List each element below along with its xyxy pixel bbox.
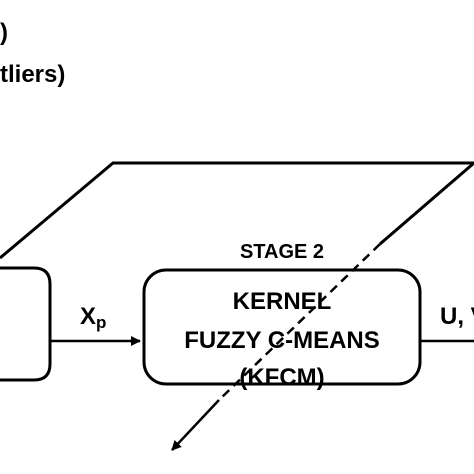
header-text-line2: tliers) [0, 61, 65, 88]
kfcm-box [142, 268, 422, 386]
stage2-label: STAGE 2 [240, 241, 324, 263]
stage1-box [0, 266, 52, 382]
kfcm-box-line2: FUZZY C-MEANS [184, 327, 380, 354]
header-text-line1: ) [0, 19, 8, 46]
output-arrow-label: U, V [440, 303, 474, 330]
kfcm-box-line1: KERNEL [233, 288, 332, 315]
diagonal-line-upper [379, 161, 474, 246]
kfcm-box-line3: (KFCM) [239, 364, 324, 391]
diagonal-arrow-lower [171, 399, 220, 451]
parallelogram-plane [0, 161, 474, 260]
input-arrow-label: Xp [80, 303, 106, 332]
dashed-diagonal-line [218, 243, 381, 401]
